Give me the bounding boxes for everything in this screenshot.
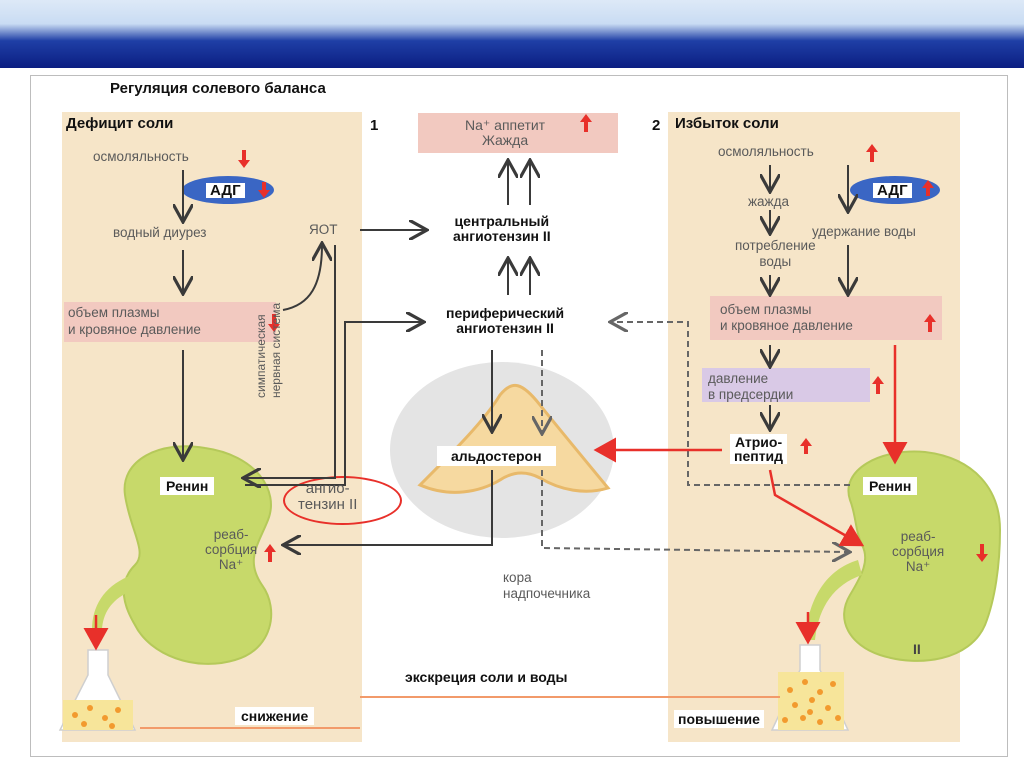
right-adh-label: АДГ <box>873 183 912 198</box>
left-plasma-down-indicator <box>268 314 280 332</box>
slide-header-band <box>0 0 1024 68</box>
left-water-diuresis-label: водный диурез <box>113 225 207 240</box>
pressure-up-indicator <box>872 376 884 394</box>
dashed-aldosterone-kidney <box>541 470 848 552</box>
appetite-line1: Na⁺ аппетит <box>465 117 546 133</box>
right-reabs-line2: сорбция <box>892 543 945 559</box>
angiotensin-label: ангио- тензин II <box>298 481 357 513</box>
diagram-title: Регуляция солевого баланса <box>110 80 326 97</box>
sympathetic-line1: симпатическая <box>254 314 268 398</box>
arrow-renin-peripheral <box>245 322 422 486</box>
left-plasma-line2: и кровяное давление <box>68 322 201 337</box>
right-reabs-line3: Na⁺ <box>905 558 931 574</box>
atrial-pressure-label: давление в предсердии <box>708 371 793 402</box>
central-angiotensin-label: центральный ангиотензин II <box>453 213 551 245</box>
excretion-label: экскреция соли и воды <box>405 669 568 685</box>
left-ureter <box>92 575 140 630</box>
right-reabs-line1: реаб- <box>900 529 936 544</box>
left-reabs-line2: сорбция <box>205 541 258 557</box>
right-plasma-line1: объем плазмы <box>720 302 812 317</box>
left-osmolarity-label: осмоляльность <box>93 149 189 164</box>
left-plasma-line1: объем плазмы <box>68 305 160 320</box>
angiotensin-red-ellipse <box>283 476 402 525</box>
left-reabsorption-label: реаб- сорбция Na⁺ <box>205 527 258 573</box>
left-reabs-line1: реаб- <box>213 527 249 542</box>
peripheral-angiotensin-line1: периферический <box>446 305 565 321</box>
peripheral-angiotensin-label: периферический ангиотензин II <box>446 305 565 337</box>
red-atrio-kidney <box>768 469 865 547</box>
left-adh-label: АДГ <box>206 183 245 198</box>
atrial-pressure-box <box>702 368 870 402</box>
cortex-line1: кора <box>503 570 532 585</box>
left-salt-dots <box>72 705 121 729</box>
arrow-plasma-yaot <box>282 245 322 311</box>
cortex-line2: надпочечника <box>503 585 591 601</box>
right-renin-label: Ренин <box>863 477 918 495</box>
consumption-line1: потребление <box>735 238 816 253</box>
left-panel-number: 1 <box>370 117 379 134</box>
sympathetic-label: симпатическая нервная система <box>254 303 284 398</box>
left-reabs-line3: Na⁺ <box>218 556 244 572</box>
atrio-line2: пептид <box>734 448 784 464</box>
pressure-line1: давление <box>708 371 769 386</box>
consumption-line2: воды <box>759 253 792 269</box>
right-ureter <box>805 560 862 640</box>
atrio-up-indicator <box>800 438 812 454</box>
arrow-yaot-renin <box>245 245 336 478</box>
right-kidney-shape <box>843 450 1002 662</box>
left-osm-down-indicator <box>238 150 250 168</box>
increase-label: повышение <box>674 710 764 728</box>
right-panel-heading: Избыток соли <box>675 115 779 132</box>
right-plasma-line2: и кровяное давление <box>720 318 853 334</box>
right-reabs-down-indicator <box>976 544 988 562</box>
peripheral-angiotensin-line2: ангиотензин II <box>456 320 554 337</box>
aldosterone-label: альдостерон <box>437 446 556 466</box>
adrenal-cortex-label: кора надпочечника <box>503 570 590 601</box>
left-panel-heading: Дефицит соли <box>66 115 174 132</box>
angiotensin-line2: тензин II <box>298 495 358 513</box>
appetite-line2: Жажда <box>481 132 529 149</box>
angiotensin-line1: ангио- <box>305 480 350 497</box>
central-angiotensin-line1: центральный <box>454 213 550 229</box>
thirst-label: жажда <box>748 194 789 209</box>
sympathetic-line2: нервная система <box>269 302 283 398</box>
right-reabsorption-label: реаб- сорбция Na⁺ <box>892 529 945 575</box>
right-plasma-box <box>710 296 942 340</box>
atriopeptide-label: Атрио- пептид <box>730 434 788 464</box>
water-consumption-label: потребление воды <box>735 238 816 269</box>
left-renin-label: Ренин <box>160 477 215 495</box>
appetite-up-indicator <box>580 114 592 132</box>
right-plasma-label: объем плазмы и кровяное давление <box>720 302 853 334</box>
peripheral-angiotensin-oval <box>430 300 610 346</box>
central-angiotensin-line2: ангиотензин II <box>453 228 551 245</box>
right-osmolarity-label: осмоляльность <box>718 144 814 159</box>
indicator-arrows <box>238 114 988 562</box>
right-plasma-up-indicator <box>924 314 936 332</box>
water-retention-label: удержание воды <box>812 224 916 239</box>
right-panel-number: 2 <box>652 117 661 134</box>
atrio-line1: Атрио- <box>734 434 783 450</box>
pressure-line2: в предсердии <box>708 386 794 402</box>
central-angiotensin-oval <box>430 208 588 254</box>
decrease-label: снижение <box>235 707 315 725</box>
left-plasma-box <box>64 302 276 342</box>
left-adh-down-indicator <box>258 182 270 198</box>
yaot-label: ЯОТ <box>309 222 338 237</box>
appetite-label: Na⁺ аппетит Жажда <box>465 117 546 149</box>
right-salt-dots <box>782 679 841 725</box>
right-roman-label: II <box>913 641 921 657</box>
dashed-renin-peripheral <box>612 322 850 486</box>
arrow-aldosterone-kidney <box>285 470 493 545</box>
left-kidney-shape <box>122 445 273 665</box>
left-reabs-up-indicator <box>264 544 276 562</box>
right-osm-up-indicator <box>866 144 878 162</box>
right-adh-up-indicator <box>922 180 934 196</box>
